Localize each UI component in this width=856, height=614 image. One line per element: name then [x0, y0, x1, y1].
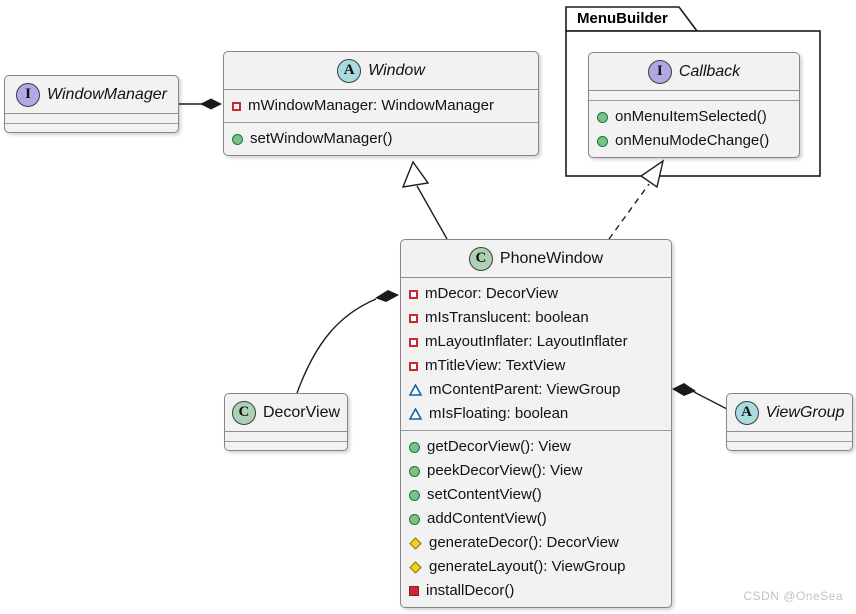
class-spot-icon: C: [468, 246, 493, 271]
method-row: getDecorView(): View: [401, 435, 671, 459]
package-field-icon: [409, 384, 422, 396]
public-method-icon: [597, 135, 608, 147]
field-text: mIsTranslucent: boolean: [425, 309, 589, 326]
method-row: generateLayout(): ViewGroup: [401, 555, 671, 579]
implements-arrowhead-callback: [639, 159, 665, 189]
class-box-decorview: C DecorView: [224, 393, 348, 451]
method-row: generateDecor(): DecorView: [401, 531, 671, 555]
package-name: MenuBuilder: [577, 10, 668, 27]
abstract-spot-icon: A: [337, 58, 362, 83]
interface-spot-icon: I: [16, 82, 41, 107]
method-text: peekDecorView(): View: [427, 462, 583, 479]
fields-compartment-empty: [225, 432, 347, 441]
public-method-icon: [409, 513, 420, 525]
private-method-icon: [409, 586, 419, 596]
public-method-icon: [409, 441, 420, 453]
fields-compartment: mWindowManager: WindowManager: [224, 90, 538, 122]
class-box-windowmanager: I WindowManager: [4, 75, 179, 133]
package-field-icon: [409, 408, 422, 420]
private-field-icon: [409, 313, 418, 323]
class-name: DecorView: [262, 403, 341, 421]
class-name: PhoneWindow: [499, 249, 604, 267]
interface-spot-icon: I: [647, 59, 672, 84]
fields-compartment-empty: [727, 432, 852, 441]
composition-diamond-window: [200, 98, 222, 110]
class-box-callback: I Callback onMenuItemSelected() onMenuMo…: [588, 52, 800, 158]
fields-compartment-empty: [5, 114, 178, 123]
method-text: getDecorView(): View: [427, 438, 571, 455]
class-spot-icon: C: [231, 400, 256, 425]
protected-method-icon: [409, 536, 422, 550]
field-row: mIsTranslucent: boolean: [401, 306, 671, 330]
method-text: generateLayout(): ViewGroup: [429, 558, 626, 575]
methods-compartment-empty: [225, 441, 347, 450]
method-row: addContentView(): [401, 507, 671, 531]
field-text: mIsFloating: boolean: [429, 405, 569, 422]
method-text: installDecor(): [426, 582, 515, 599]
class-name: Window: [368, 61, 425, 79]
field-row: mContentParent: ViewGroup: [401, 378, 671, 402]
field-text: mWindowManager: WindowManager: [248, 97, 494, 114]
method-text: generateDecor(): DecorView: [429, 534, 619, 551]
class-name: Callback: [678, 62, 741, 80]
field-row: mDecor: DecorView: [401, 282, 671, 306]
field-text: mContentParent: ViewGroup: [429, 381, 621, 398]
public-method-icon: [597, 111, 608, 123]
fields-compartment-empty: [589, 91, 799, 100]
method-text: onMenuModeChange(): [615, 132, 770, 149]
field-text: mDecor: DecorView: [425, 285, 559, 302]
field-row: mWindowManager: WindowManager: [224, 94, 538, 118]
methods-compartment-empty: [727, 441, 852, 450]
class-name: WindowManager: [47, 85, 167, 103]
method-text: onMenuItemSelected(): [615, 108, 767, 125]
composition-line-viewgroup-phonewindow: [693, 391, 728, 410]
method-row: onMenuItemSelected(): [589, 105, 799, 129]
method-text: addContentView(): [427, 510, 547, 527]
public-method-icon: [409, 465, 420, 477]
extends-arrowhead-window: [401, 160, 430, 188]
extends-line-phonewindow-window: [416, 185, 448, 240]
method-row: onMenuModeChange(): [589, 129, 799, 153]
public-method-icon: [409, 489, 420, 501]
protected-method-icon: [409, 560, 422, 574]
methods-compartment-empty: [5, 123, 178, 132]
method-row: installDecor(): [401, 579, 671, 603]
methods-compartment: onMenuItemSelected() onMenuModeChange(): [589, 100, 799, 157]
class-box-viewgroup: A ViewGroup: [726, 393, 853, 451]
abstract-spot-icon: A: [734, 400, 759, 425]
field-row: mTitleView: TextView: [401, 354, 671, 378]
private-field-icon: [232, 101, 241, 111]
implements-line-phonewindow-callback: [608, 183, 650, 240]
fields-compartment: mDecor: DecorView mIsTranslucent: boolea…: [401, 278, 671, 430]
method-text: setContentView(): [427, 486, 542, 503]
method-text: setWindowManager(): [250, 130, 393, 147]
class-box-phonewindow: C PhoneWindow mDecor: DecorView mIsTrans…: [400, 239, 672, 608]
methods-compartment: getDecorView(): View peekDecorView(): Vi…: [401, 430, 671, 607]
methods-compartment: setWindowManager(): [224, 122, 538, 155]
field-row: mLayoutInflater: LayoutInflater: [401, 330, 671, 354]
method-row: peekDecorView(): View: [401, 459, 671, 483]
method-row: setWindowManager(): [224, 127, 538, 151]
private-field-icon: [409, 361, 418, 371]
private-field-icon: [409, 337, 418, 347]
field-text: mTitleView: TextView: [425, 357, 566, 374]
class-name: ViewGroup: [765, 403, 845, 421]
composition-diamond-phonewindow-left: [375, 290, 399, 302]
private-field-icon: [409, 289, 418, 299]
composition-line-decorview-phonewindow: [296, 298, 377, 394]
field-row: mIsFloating: boolean: [401, 402, 671, 426]
public-method-icon: [232, 133, 243, 145]
composition-diamond-phonewindow-right: [672, 383, 696, 396]
class-box-window: A Window mWindowManager: WindowManager s…: [223, 51, 539, 156]
field-text: mLayoutInflater: LayoutInflater: [425, 333, 628, 350]
watermark: CSDN @OneSea: [743, 589, 843, 603]
method-row: setContentView(): [401, 483, 671, 507]
